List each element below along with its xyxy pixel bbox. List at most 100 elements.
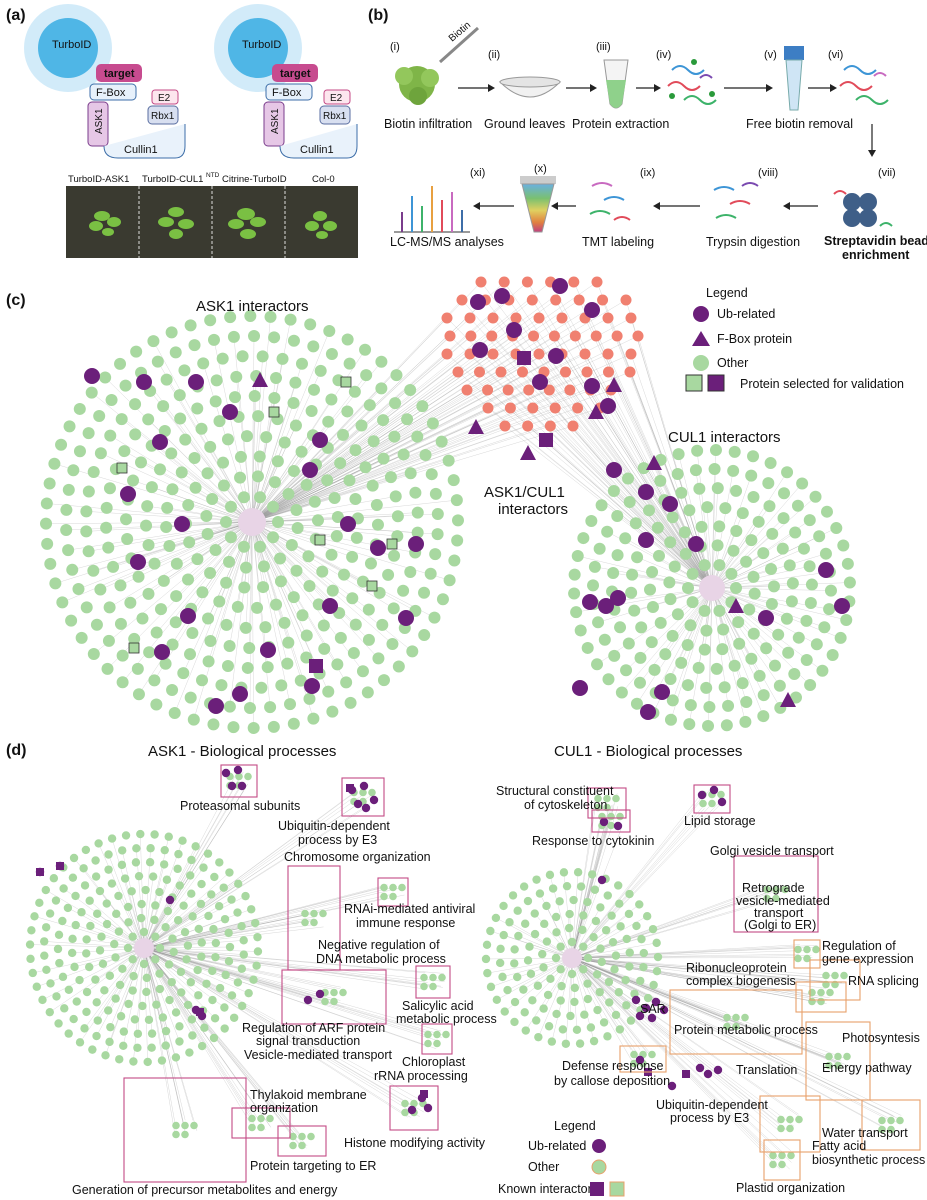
protein-node (542, 937, 552, 946)
edge (571, 957, 827, 979)
rbx1-1 (147, 105, 179, 125)
cul1-term-boxes (587, 784, 921, 1181)
legend-d-title: Legend (554, 1119, 596, 1133)
protein-node (608, 649, 621, 662)
term-label: process by E3 (298, 833, 377, 847)
protein-node (93, 409, 106, 422)
protein-node (411, 506, 424, 519)
column-cap (784, 46, 804, 60)
protein-node (157, 574, 170, 587)
step-num-vi: (vi) (828, 49, 843, 61)
protein-node (257, 581, 270, 594)
protein-node (826, 648, 839, 661)
protein-node (142, 987, 151, 997)
protein-node (766, 527, 779, 540)
ub-related-node (222, 404, 238, 420)
edge (143, 947, 203, 1047)
shared-protein-node (533, 348, 545, 360)
protein-node (175, 466, 188, 479)
protein-node (179, 433, 192, 446)
complex-diagram-2: TurboID target F-Box ASK1 E2 Rbx1 Cullin… (214, 4, 358, 159)
protein-node (765, 563, 778, 576)
protein-node (570, 606, 583, 619)
term-node (607, 812, 615, 821)
ub-related-node (353, 799, 363, 809)
protein-node (823, 603, 836, 616)
protein-node (411, 430, 424, 443)
step-label-iii: Protein extraction (572, 117, 669, 131)
term-box (805, 1021, 871, 1101)
protein-node (111, 953, 120, 962)
go-term-networks (25, 765, 904, 1170)
protein-node (745, 534, 758, 547)
protein-node (450, 494, 463, 507)
protein-node (145, 858, 155, 867)
shared-protein-node (523, 384, 535, 396)
protein-node (387, 602, 400, 615)
protein-node (757, 689, 770, 702)
protein-node (169, 616, 182, 629)
protein-node (215, 858, 224, 867)
edge (34, 916, 145, 949)
ub-related-node (232, 686, 248, 702)
edge (571, 829, 622, 959)
protein-node (209, 544, 222, 557)
protein-node (224, 531, 237, 544)
edge (148, 521, 253, 546)
protein-node (139, 959, 149, 969)
protein-node (251, 918, 260, 928)
protein-node (615, 686, 628, 699)
step-label-i: Biotin infiltration (384, 117, 472, 131)
protein-node (234, 471, 247, 484)
edge (571, 957, 792, 1163)
protein-node (103, 482, 116, 495)
protein-node (161, 501, 174, 514)
protein-node (663, 576, 676, 589)
protein-node (830, 522, 843, 535)
protein-node (765, 597, 778, 610)
protein-node (210, 872, 219, 882)
protein-node (104, 429, 117, 442)
step-num-iv: (iv) (656, 49, 671, 61)
protein-node (248, 330, 261, 343)
protein-node (604, 977, 614, 987)
protein-node (713, 520, 726, 533)
arrowhead (766, 84, 773, 92)
term-node (248, 1123, 256, 1132)
term-label: Ubiquitin-dependent (656, 1098, 768, 1112)
protein-node (151, 955, 160, 964)
protein-node (803, 514, 816, 527)
term-label: Proteasomal subunits (180, 799, 300, 813)
protein-node (58, 916, 67, 926)
ask1-interactors-title: ASK1 interactors (196, 298, 309, 315)
protein-node (843, 576, 856, 589)
edge (143, 947, 424, 1102)
edge (571, 817, 602, 959)
fbox-nodes (252, 372, 796, 707)
shared-protein-node (625, 348, 637, 360)
protein-node (221, 660, 234, 673)
ub-related-node (613, 821, 623, 831)
protein-node (53, 944, 63, 954)
protein-node (314, 364, 327, 377)
protein-node (221, 433, 234, 446)
edge (571, 957, 842, 1062)
term-node (289, 1141, 297, 1150)
ub-related-legend-marker (592, 1139, 606, 1153)
protein-node (404, 565, 417, 578)
protein-node (392, 660, 405, 673)
protein-node (177, 988, 186, 997)
hub-node (134, 938, 154, 958)
protein-node (196, 899, 206, 909)
shared-protein-node (602, 312, 614, 324)
edge (571, 800, 722, 959)
shared-protein-node (487, 312, 499, 324)
protein-node (397, 448, 410, 461)
term-node (616, 812, 624, 821)
protein-node (376, 618, 389, 631)
protein-node (300, 478, 313, 491)
term-label: Fatty acid (812, 1139, 866, 1153)
edge (571, 913, 630, 959)
protein-node (505, 918, 514, 927)
protein-node (614, 621, 627, 634)
